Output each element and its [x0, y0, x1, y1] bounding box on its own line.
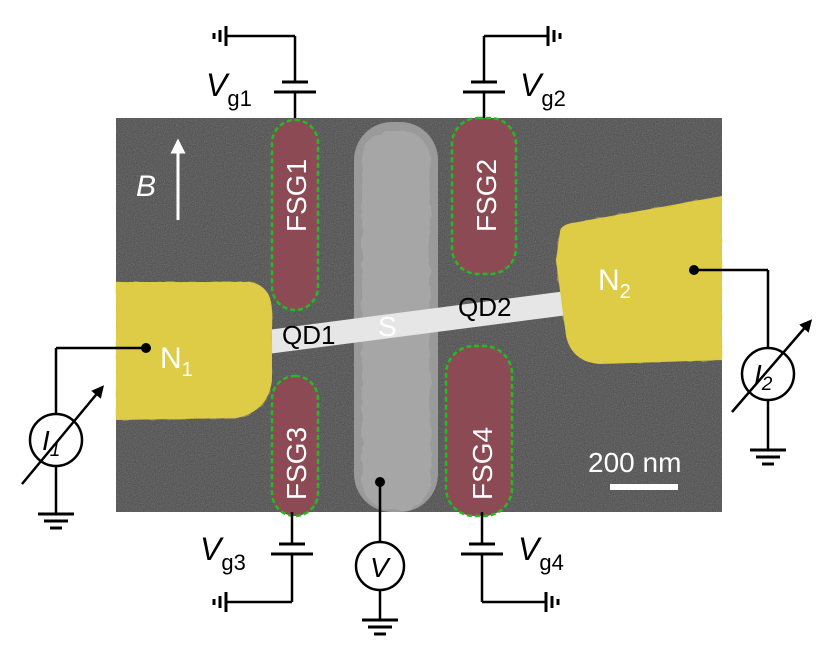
current-meter-1-label: I1 — [42, 425, 60, 461]
vg4-label: Vg4 — [518, 531, 564, 575]
gate3-circuit — [212, 512, 313, 612]
contact-dot-n2 — [689, 265, 699, 275]
gate-fsg1 — [270, 118, 320, 312]
current-meter-2-label: I2 — [754, 359, 773, 395]
lead-n1 — [116, 282, 272, 420]
lead-n2 — [556, 196, 722, 364]
gate1-circuit — [212, 26, 316, 118]
lead1-label: N1 — [160, 342, 193, 381]
gate-fsg4 — [444, 344, 514, 518]
vg2-label: Vg2 — [520, 67, 566, 111]
superconductor-label: S — [378, 311, 397, 342]
current-meter-2-circuit — [694, 268, 813, 466]
scale-bar — [610, 484, 678, 490]
voltmeter-circuit — [354, 482, 406, 636]
contact-dot-s — [375, 477, 385, 487]
gate2-circuit — [463, 26, 562, 118]
gate4-circuit — [461, 512, 560, 612]
voltmeter-label: V — [370, 552, 391, 583]
gate-label-fsg1: FSG1 — [281, 159, 312, 232]
dot2-label: QD2 — [458, 292, 511, 322]
circuit — [21, 26, 813, 636]
current-meter-1-circuit — [21, 346, 146, 530]
gate-fsg2 — [450, 116, 518, 276]
vg3-label: Vg3 — [200, 531, 246, 575]
lead2-label: N2 — [598, 264, 631, 303]
vg1-label: Vg1 — [206, 67, 252, 111]
gate-fsg3 — [270, 374, 320, 518]
dot1-label: QD1 — [282, 320, 335, 350]
gate-label-fsg4: FSG4 — [467, 427, 498, 500]
gate-label-fsg2: FSG2 — [471, 159, 502, 232]
field-label: B — [136, 170, 156, 203]
gate-label-fsg3: FSG3 — [281, 427, 312, 500]
scale-bar-label: 200 nm — [588, 447, 681, 478]
sem-image: B FSG1 FSG2 FSG3 FSG4 S QD1 QD2 N1 N2 20… — [116, 116, 722, 518]
contact-dot-n1 — [141, 343, 151, 353]
nanowire — [252, 284, 622, 356]
